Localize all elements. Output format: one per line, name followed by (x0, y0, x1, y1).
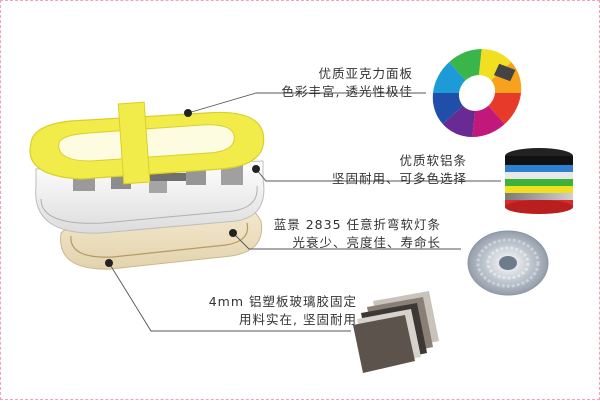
callout-acrylic-title: 优质亚克力面板 (318, 66, 413, 81)
callout-led: 蓝景 2835 任意折弯软灯条 光衰少、亮度佳、寿命长 (274, 216, 441, 252)
callout-panel: 4mm 铝塑板玻璃胶固定 用料实在, 坚固耐用 (209, 293, 357, 329)
callout-panel-desc: 用料实在, 坚固耐用 (239, 312, 357, 327)
leader-line-acrylic (187, 92, 426, 114)
leader-line-aluminum (255, 168, 501, 182)
callout-aluminum-desc: 坚固耐用、可多色选择 (331, 171, 467, 186)
led-strip-image (467, 230, 549, 296)
dot-led (229, 229, 237, 237)
callout-acrylic: 优质亚克力面板 色彩丰富, 透光性极佳 (282, 65, 413, 101)
leader-lines (108, 92, 501, 332)
dot-panel (105, 259, 113, 267)
callout-acrylic-desc: 色彩丰富, 透光性极佳 (281, 84, 413, 99)
dot-acrylic (184, 109, 192, 117)
leader-line-panel (108, 262, 351, 332)
leader-dots (105, 109, 260, 267)
callout-led-title: 蓝景 2835 任意折弯软灯条 (273, 217, 441, 232)
dot-aluminum (252, 165, 260, 173)
callout-panel-title: 4mm 铝塑板玻璃胶固定 (208, 294, 357, 309)
sign-illustration (29, 101, 265, 270)
callout-aluminum-title: 优质软铝条 (399, 153, 467, 168)
leader-line-led (232, 232, 461, 250)
callout-aluminum: 优质软铝条 坚固耐用、可多色选择 (332, 152, 467, 188)
aluminum-strip-image (505, 148, 573, 214)
acrylic-face (29, 101, 265, 185)
callout-led-desc: 光衰少、亮度佳、寿命长 (292, 235, 441, 250)
composite-panel-image (353, 291, 439, 373)
color-wheel-image (432, 49, 522, 137)
